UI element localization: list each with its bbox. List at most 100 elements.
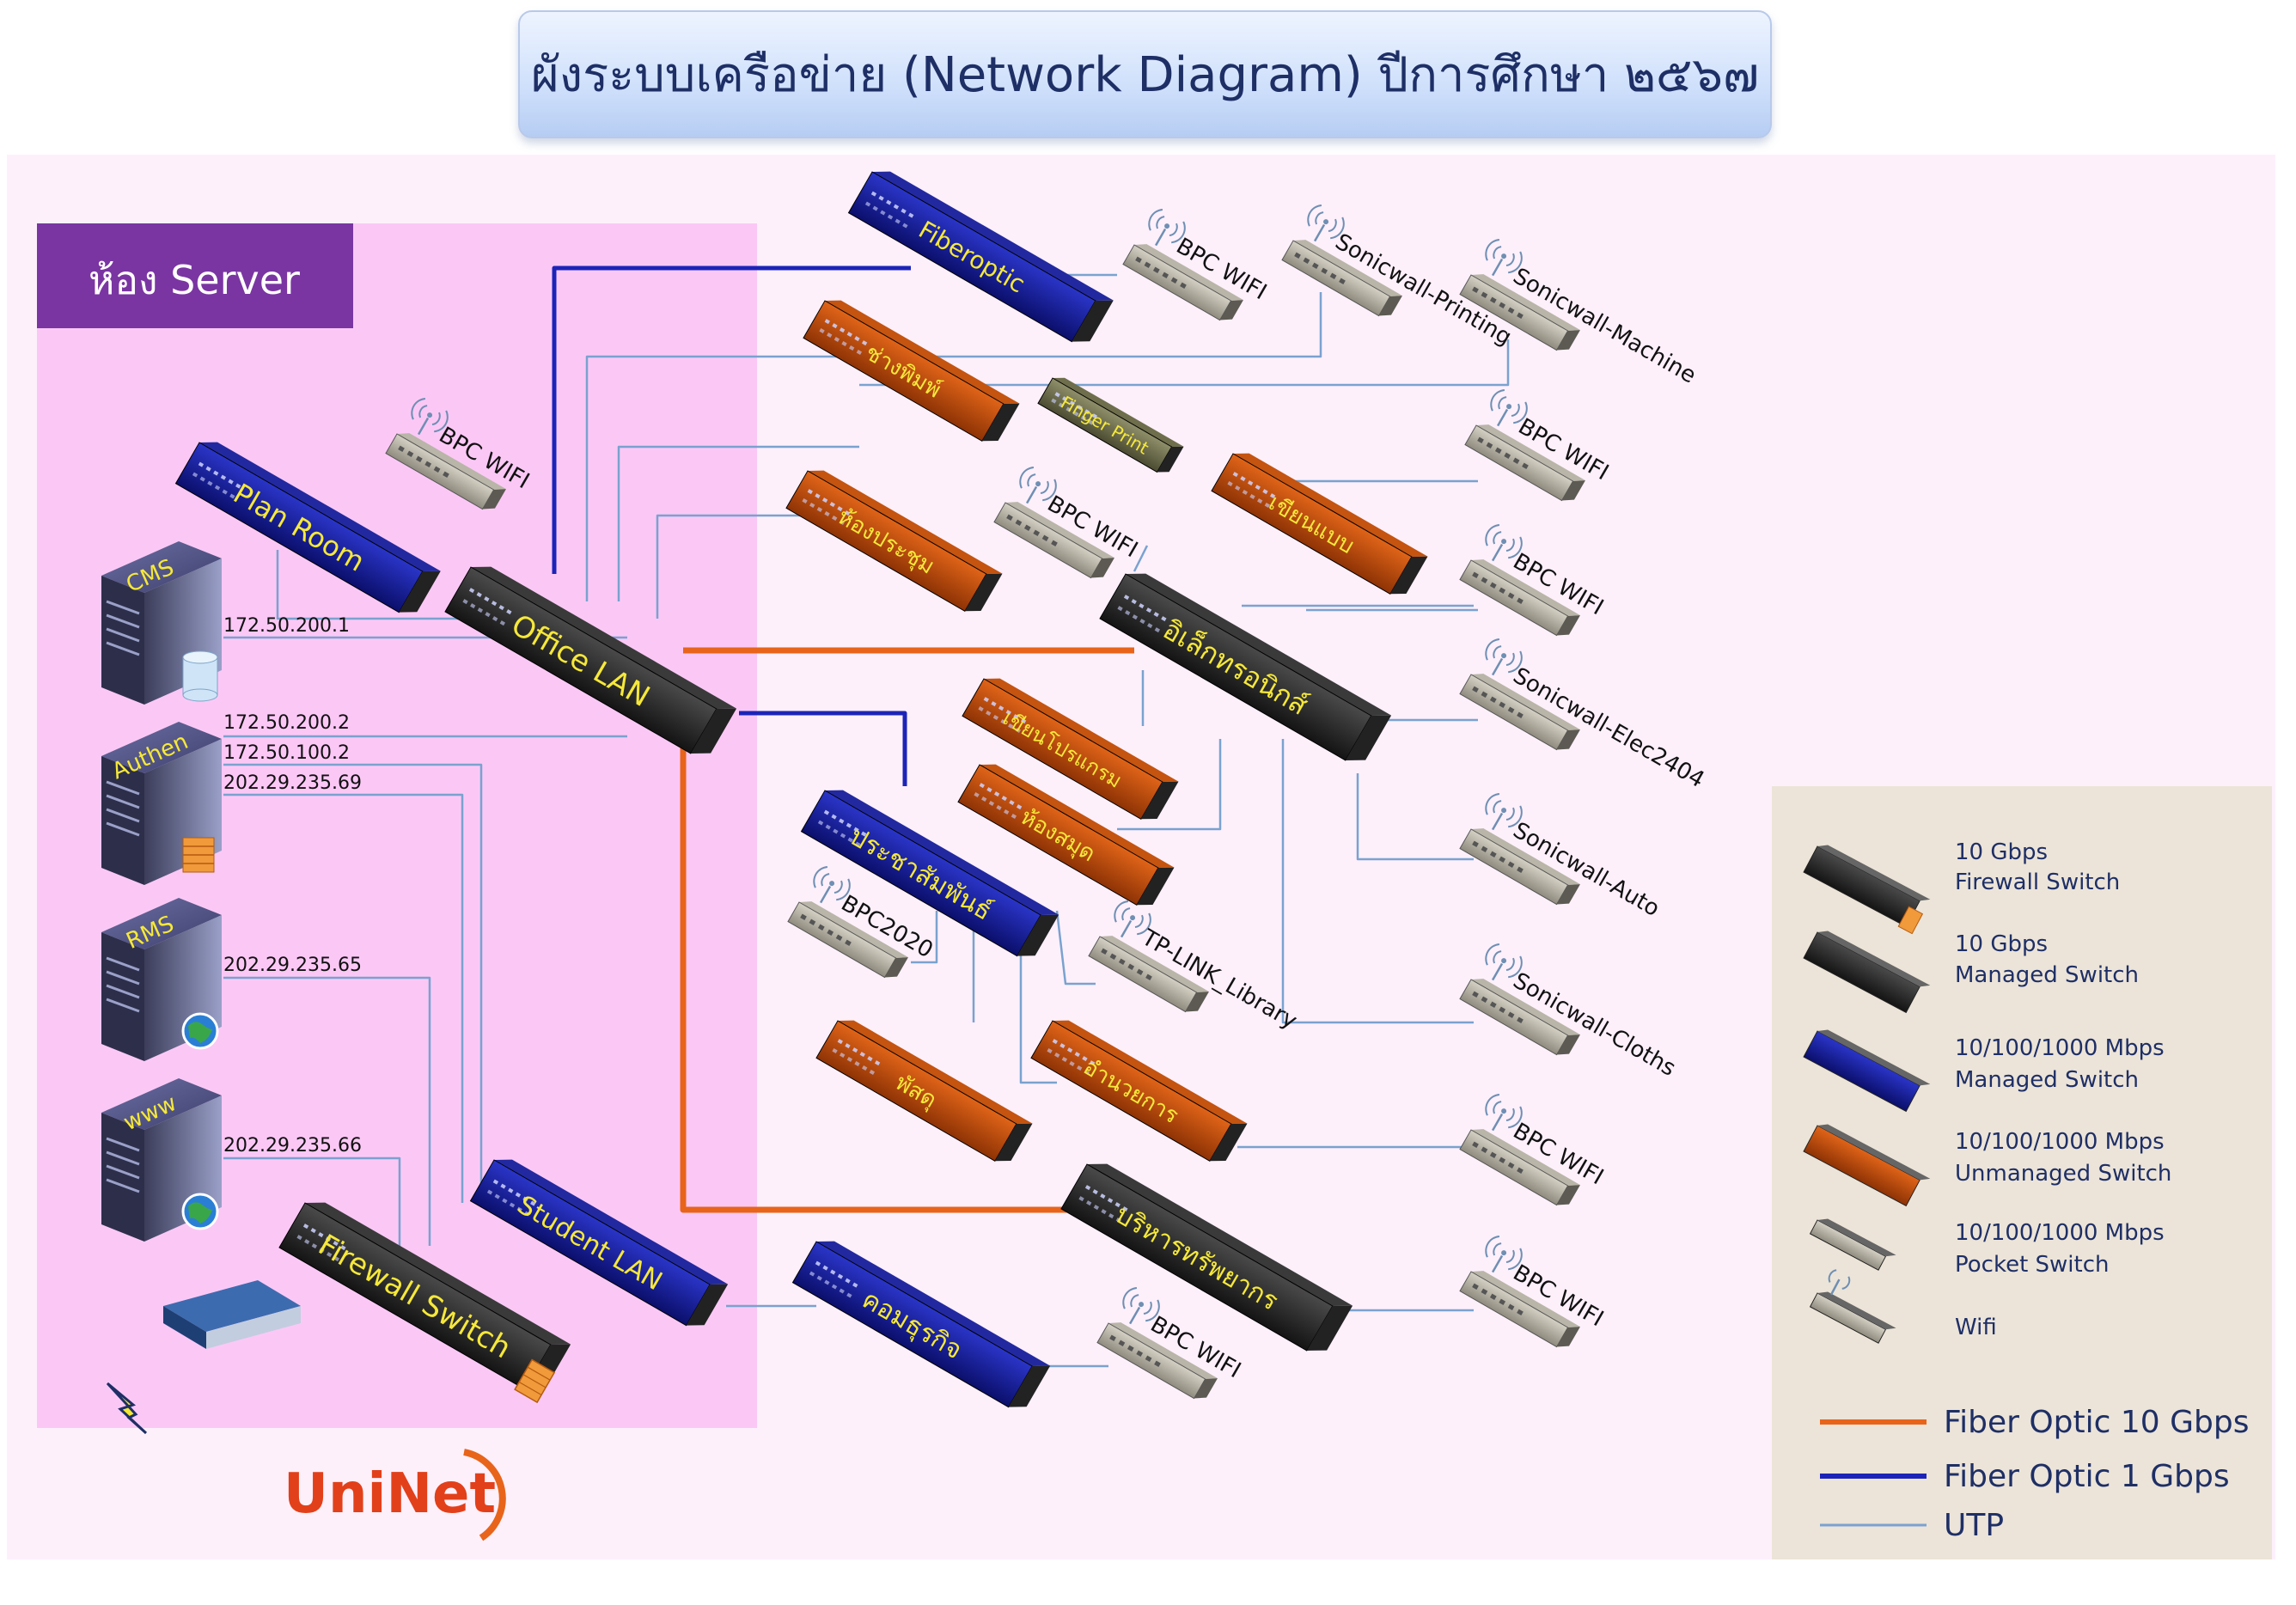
switch-khian-baep[interactable]: เขียนแบบ bbox=[1211, 447, 1428, 601]
globe-icon bbox=[181, 1012, 219, 1050]
pocket-front bbox=[1088, 936, 1198, 1013]
switch-front bbox=[803, 300, 1004, 442]
switch-front bbox=[791, 1241, 1033, 1408]
pocket-top bbox=[1108, 1322, 1218, 1379]
switch-top bbox=[808, 470, 1003, 574]
pocket-front bbox=[1459, 274, 1569, 351]
pocket-side bbox=[1378, 296, 1402, 316]
switch-side bbox=[964, 573, 1003, 612]
server-front bbox=[101, 932, 144, 1061]
pocket-side bbox=[1556, 1185, 1580, 1205]
ip-label: 202.29.235.69 bbox=[223, 772, 362, 794]
switch-top bbox=[1053, 1020, 1248, 1124]
pocket-front bbox=[1122, 244, 1232, 321]
utp-line bbox=[1055, 910, 1096, 986]
lightning-icon bbox=[106, 1382, 148, 1435]
switch-top bbox=[1087, 1163, 1353, 1306]
pocket-side bbox=[1556, 330, 1580, 351]
wifi-icon bbox=[1485, 943, 1523, 981]
legend-line-label: Fiber Optic 1 Gbps bbox=[1944, 1459, 2230, 1494]
legend-speed: 10/100/1000 Mbps bbox=[1955, 1035, 2165, 1061]
legend-icon-managed-10g bbox=[1803, 931, 1931, 1014]
wifi-icon bbox=[1485, 238, 1523, 277]
server-cms[interactable]: CMS bbox=[101, 541, 222, 705]
utp-line bbox=[1281, 739, 1474, 1024]
switch-front bbox=[1099, 573, 1372, 761]
port-lights bbox=[817, 809, 867, 847]
wifi-icon bbox=[1019, 466, 1057, 504]
switch-top bbox=[494, 1159, 729, 1285]
port-lights bbox=[802, 489, 851, 525]
switch-top bbox=[816, 1241, 1051, 1366]
port-lights bbox=[462, 588, 512, 626]
port-lights bbox=[974, 783, 1023, 819]
switch-top bbox=[471, 566, 737, 709]
server-room-label: ห้อง Server bbox=[89, 257, 300, 303]
utp-line bbox=[223, 763, 483, 1186]
switch-side bbox=[686, 1284, 729, 1326]
switch-phatsadu[interactable]: พัสดุ bbox=[815, 1014, 1033, 1169]
wifi-icon bbox=[411, 397, 449, 436]
legend-icon-pocket bbox=[1809, 1218, 1896, 1271]
port-lights bbox=[1227, 472, 1276, 508]
legend-type: Unmanaged Switch bbox=[1955, 1161, 2171, 1187]
port-lights bbox=[1078, 1185, 1128, 1224]
wifi-icon bbox=[1485, 1235, 1523, 1273]
wifi-icon bbox=[1148, 208, 1186, 247]
port-lights bbox=[819, 319, 868, 355]
router-side bbox=[206, 1306, 301, 1349]
ip-label: 172.50.200.1 bbox=[223, 615, 350, 637]
pocket-top bbox=[1476, 424, 1585, 481]
pocket-top bbox=[1100, 936, 1209, 992]
legend-type: Pocket Switch bbox=[1955, 1252, 2110, 1278]
switch-khian-program[interactable]: เขียนโปรแกรม bbox=[962, 672, 1179, 827]
switch-side bbox=[994, 1123, 1033, 1162]
switch-side bbox=[1345, 715, 1392, 760]
server-top bbox=[101, 1078, 222, 1130]
port-lights bbox=[809, 1260, 858, 1298]
pocket-bpc-wifi-2[interactable]: BPC WIFI bbox=[1464, 387, 1618, 514]
utp-line bbox=[656, 514, 825, 619]
pocket-side bbox=[1556, 1034, 1580, 1055]
switch-front bbox=[1030, 1020, 1232, 1162]
wifi-icon bbox=[1485, 638, 1523, 676]
server-authen[interactable]: Authen bbox=[101, 722, 222, 885]
page-title: ผังระบบเครือข่าย (Network Diagram) ปีการ… bbox=[530, 47, 1760, 103]
server-front bbox=[101, 1113, 144, 1242]
legend-icon-wifi bbox=[1809, 1269, 1896, 1344]
router-front bbox=[163, 1306, 206, 1349]
port-lights bbox=[864, 191, 914, 229]
utp-line bbox=[223, 1156, 401, 1272]
pocket-side bbox=[1556, 884, 1580, 905]
switch-top bbox=[1233, 453, 1428, 557]
pocket-side bbox=[1219, 300, 1243, 320]
pocket-side bbox=[1556, 729, 1580, 750]
pocket-top bbox=[1471, 674, 1580, 730]
switch-fiberoptic[interactable]: Fiberoptic bbox=[847, 164, 1114, 350]
switch-top bbox=[838, 1020, 1033, 1124]
pocket-bpc-wifi-1[interactable]: BPC WIFI bbox=[1122, 206, 1276, 333]
legend-icon-firewall-switch bbox=[1803, 845, 1931, 935]
switch-side bbox=[399, 571, 441, 613]
pocket-front bbox=[1281, 240, 1391, 317]
router-icon[interactable] bbox=[163, 1280, 301, 1349]
switch-top bbox=[199, 442, 441, 571]
pocket-side bbox=[1090, 558, 1114, 578]
pocket-top bbox=[1471, 1271, 1580, 1327]
switch-front bbox=[800, 790, 1041, 957]
switch-office-lan[interactable]: Office LAN bbox=[444, 558, 737, 762]
pocket-side bbox=[1185, 992, 1209, 1012]
wifi-icon bbox=[1490, 388, 1528, 427]
port-lights bbox=[1051, 392, 1098, 425]
pocket-front bbox=[1459, 559, 1569, 637]
switch-top bbox=[825, 300, 1020, 404]
switch-front bbox=[1211, 453, 1413, 595]
switch-side bbox=[690, 708, 737, 754]
switch-side bbox=[1140, 781, 1179, 820]
server-room-label-box bbox=[37, 223, 353, 328]
wifi-icon bbox=[813, 865, 851, 904]
switch-side bbox=[1136, 867, 1175, 906]
router-top bbox=[163, 1280, 301, 1332]
pocket-front bbox=[1464, 424, 1574, 502]
switch-side bbox=[981, 403, 1020, 442]
